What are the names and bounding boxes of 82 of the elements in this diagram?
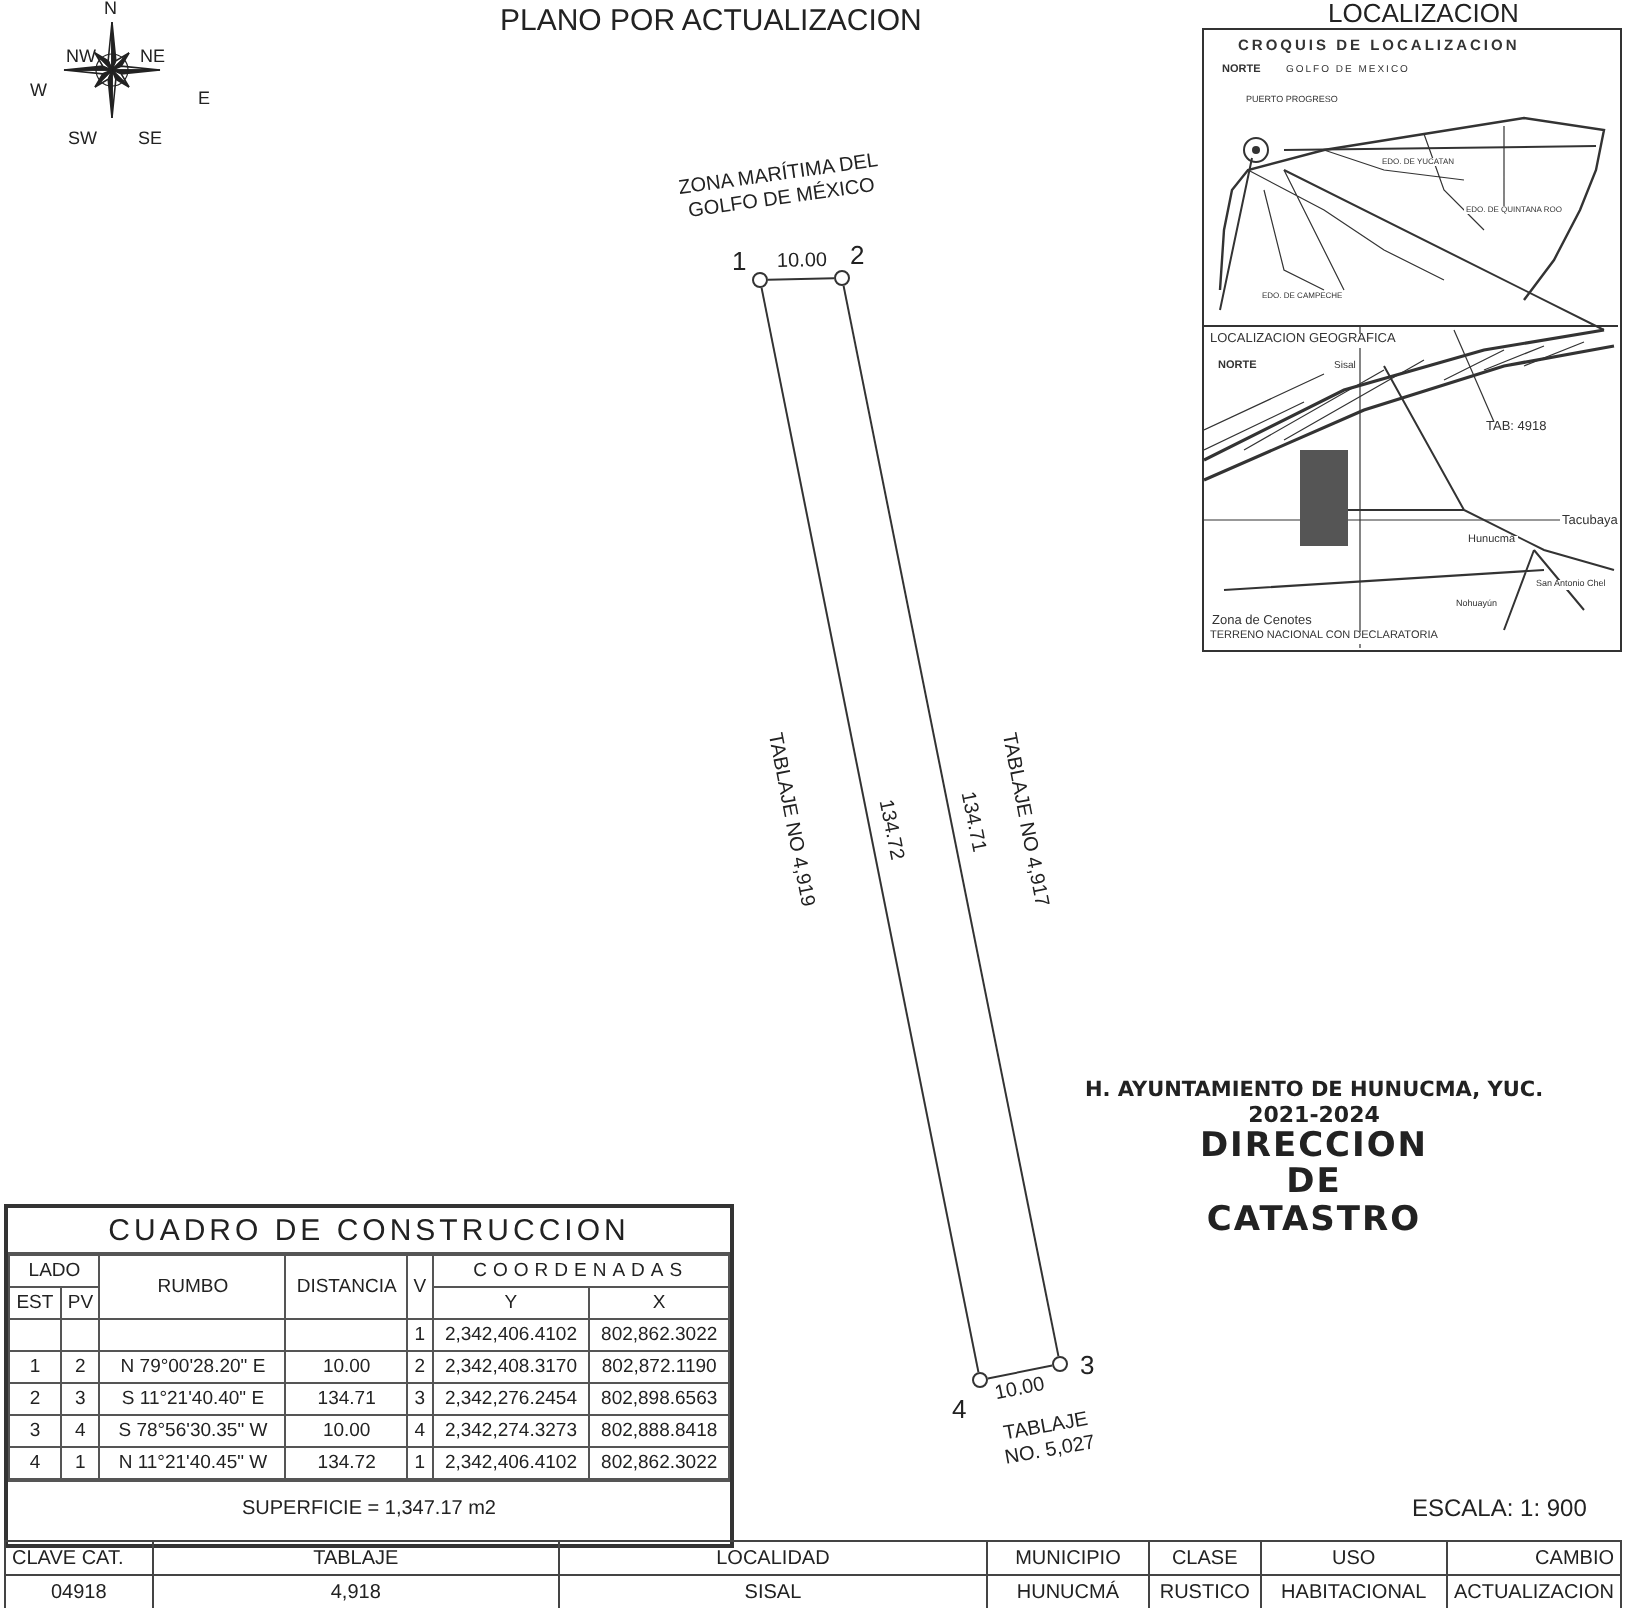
stamp-text: 2021-2024 [1248, 1103, 1380, 1128]
compass-label: W [30, 80, 47, 101]
table-cell: CLAVE CAT. [5, 1541, 153, 1575]
table-cell: LADO [9, 1255, 100, 1287]
vertex-number: 1 [732, 248, 747, 278]
table-cell: 04918 [5, 1575, 153, 1608]
vertex-circle [1052, 1356, 1068, 1372]
vertex-number: 2 [850, 242, 865, 272]
plan-title: PLANO POR ACTUALIZACION [500, 4, 922, 38]
parcel-label: TABLAJE NO. 5,027 [1000, 1408, 1099, 1470]
table-cell: 802,888.8418 [589, 1415, 729, 1447]
table-cell: 10.00 [285, 1351, 408, 1383]
area-note: SUPERFICIE = 1,347.17 m2 [8, 1480, 730, 1544]
compass-label: SE [138, 128, 163, 149]
edge-label: 10.00 [775, 248, 827, 274]
vertex-number: 4 [952, 1396, 967, 1426]
table-cell: 802,872.1190 [589, 1351, 729, 1383]
table-cell: 3 [60, 1383, 100, 1415]
table-cell: 802,862.3022 [589, 1447, 729, 1479]
table-cell: USO [1260, 1541, 1447, 1575]
table-cell: 2 [9, 1383, 61, 1415]
table-cell: 1 [60, 1447, 100, 1479]
table-cell: CLASE [1148, 1541, 1261, 1575]
table-cell: LOCALIDAD [558, 1541, 987, 1575]
table-cell: TABLAJE [152, 1541, 559, 1575]
table-cell: 2,342,274.3273 [432, 1415, 590, 1447]
vertex-circle [752, 272, 768, 288]
zone-label: ZONA MARÍTIMA DEL GOLFO DE MÉXICO [675, 148, 882, 226]
table-cell: S 11°21'40.40" E [99, 1383, 286, 1415]
table-cell: 3 [9, 1415, 61, 1447]
edge-label: 134.71 [953, 788, 989, 854]
vertex-circle [972, 1372, 988, 1388]
table-cell: N 11°21'40.45" W [99, 1447, 286, 1479]
parcel-label: TABLAJE NO 4,919 [761, 731, 819, 909]
edge-label: 134.72 [872, 797, 908, 863]
table-cell: RUMBO [99, 1255, 286, 1319]
table-cell: DISTANCIA [285, 1255, 408, 1319]
table-cell: 2,342,406.4102 [432, 1447, 590, 1479]
table-cell: COORDENADAS [432, 1255, 729, 1287]
table-cell: 134.72 [285, 1447, 408, 1479]
table-cell: X [589, 1287, 729, 1319]
stamp-text: DIRECCION DE CATASTRO [1197, 1127, 1431, 1240]
table-cell: 802,898.6563 [589, 1383, 729, 1415]
table-cell: CAMBIO [1446, 1541, 1621, 1575]
vertex-number: 3 [1080, 1352, 1095, 1382]
table-cell: 3 [407, 1383, 433, 1415]
boundary-line [767, 277, 835, 281]
table-cell: S 78°56'30.35" W [99, 1415, 286, 1447]
edge-label: 10.00 [993, 1373, 1047, 1407]
table-cell: 1 [407, 1447, 433, 1479]
table-cell: V [407, 1255, 433, 1319]
table-cell: 4 [407, 1415, 433, 1447]
table-cell: 2,342,406.4102 [432, 1319, 590, 1351]
boundary-line [842, 284, 1060, 1358]
table-cell: 4 [9, 1447, 61, 1479]
inset-title: LOCALIZACION [1328, 0, 1519, 26]
table-cell: 10.00 [285, 1415, 408, 1447]
boundary-line [986, 1364, 1054, 1380]
compass-label: N [104, 0, 117, 19]
compass-label: SW [68, 128, 97, 149]
compass-label: E [198, 88, 211, 109]
table-cell: 134.71 [285, 1383, 408, 1415]
stamp-text: H. AYUNTAMIENTO DE HUNUCMA, YUC. [1084, 1080, 1544, 1104]
parcel-label: TABLAJE NO 4,917 [995, 731, 1053, 909]
table-cell: Y [432, 1287, 590, 1319]
vertex-circle [834, 270, 850, 286]
table-cell: EST [9, 1287, 61, 1319]
table-cell: 2,342,408.3170 [432, 1351, 590, 1383]
table-cell: 2 [60, 1351, 100, 1383]
table-cell: 1 [9, 1351, 61, 1383]
boundary-line [760, 286, 980, 1374]
scale-label: ESCALA: 1: 900 [1412, 1496, 1587, 1524]
compass-label: NE [140, 46, 166, 67]
table-cell: MUNICIPIO [986, 1541, 1149, 1575]
table-cell: 2,342,276.2454 [432, 1383, 590, 1415]
compass-label: NW [66, 46, 96, 67]
table-cell: 2 [407, 1351, 433, 1383]
table-cell: 802,862.3022 [589, 1319, 729, 1351]
table-title: CUADRO DE CONSTRUCCION [8, 1208, 730, 1254]
table-cell: 4 [60, 1415, 100, 1447]
table-cell: N 79°00'28.20" E [99, 1351, 286, 1383]
table-cell: 1 [407, 1319, 433, 1351]
